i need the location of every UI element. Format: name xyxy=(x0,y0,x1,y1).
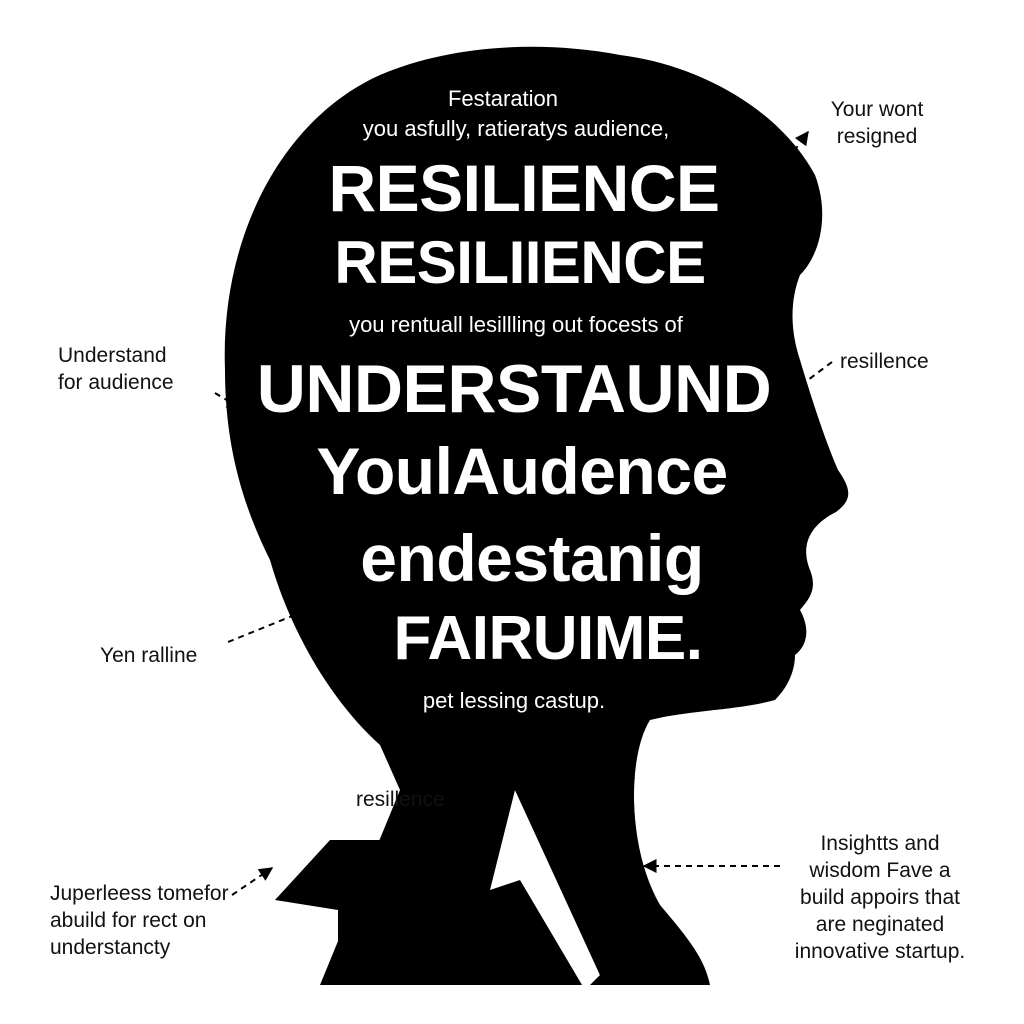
head-line-5: you rentuall lesillling out focests of xyxy=(349,312,683,337)
head-line-7: YoulAudence xyxy=(316,434,728,508)
arrow-top-right xyxy=(741,130,809,223)
arrow-left-upper xyxy=(214,392,242,409)
callout-left-middle: Yen ralline xyxy=(100,644,198,667)
head-profile-shape xyxy=(224,46,849,985)
head-line-10: pet lessing castup. xyxy=(422,688,606,713)
callout-left-upper: Understand for audience xyxy=(58,344,174,394)
callout-neck-resilience: resillence xyxy=(356,788,445,811)
collar-left-shape xyxy=(275,840,490,955)
head-line-4: RESILIIENCE xyxy=(334,229,706,296)
callout-right-face: resillence xyxy=(840,350,929,373)
arrow-neck-resilience xyxy=(451,822,489,862)
arrow-bottom-left xyxy=(231,867,274,896)
callout-bottom-right: Insightts and wisdom Fave a build appoir… xyxy=(794,832,966,963)
collar-gap-shape xyxy=(490,790,600,990)
callout-bottom-left: Juperleess tomefor abuild for rect on un… xyxy=(50,882,229,959)
callout-neck-primary: rimary xyxy=(526,742,585,765)
head-line-1: Festaration xyxy=(447,86,559,111)
head-line-2: you asfully, ratieratys audience, xyxy=(362,116,670,141)
head-line-8: endestanig xyxy=(360,521,704,595)
collar-right-shape xyxy=(515,760,705,985)
arrow-left-middle xyxy=(227,606,314,643)
callout-top-right: Your wont resigned xyxy=(830,98,924,148)
head-line-6: UNDERSTAUND xyxy=(256,351,772,427)
head-line-3: RESILIENCE xyxy=(328,151,720,225)
arrow-right-face xyxy=(786,361,833,396)
head-line-9: FAIRUIME. xyxy=(393,604,703,673)
